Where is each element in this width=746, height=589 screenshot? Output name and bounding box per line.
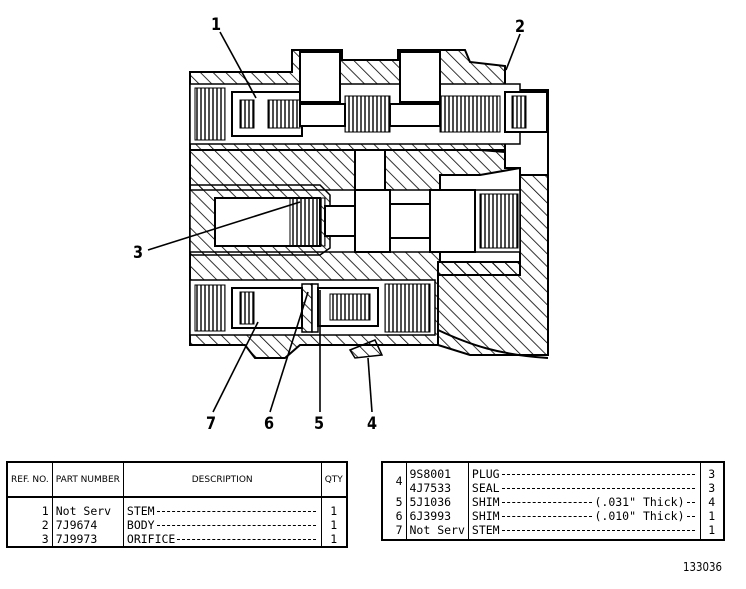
- leader-dash: [501, 516, 593, 517]
- leader-dash: [501, 488, 695, 489]
- desc-cell: SHIM (.031" Thick): [468, 495, 701, 509]
- lower-bore: [189, 279, 436, 359]
- parts-table-right: 4 9S8001 PLUG 3 4J7533 SEAL 3 5 5J1036 S…: [381, 461, 725, 541]
- desc-note: (.010" Thick): [594, 509, 685, 523]
- qty-cell: 3: [708, 481, 716, 495]
- desc-cell: BODY: [123, 518, 322, 532]
- desc-text: SHIM: [471, 495, 500, 509]
- qty-cell: 1: [330, 532, 338, 546]
- leader-dash: [686, 502, 695, 503]
- qty-cell: 1: [708, 523, 716, 537]
- desc-cell: PLUG: [468, 462, 701, 481]
- leader-dash: [177, 539, 316, 540]
- header-qty: QTY: [321, 462, 347, 498]
- callout-1: 1: [211, 15, 222, 35]
- ref-cell: 7: [382, 523, 407, 540]
- desc-text: STEM: [126, 504, 155, 518]
- desc-cell: STEM: [123, 497, 322, 518]
- desc-cell: SEAL: [468, 481, 701, 495]
- table-row: 3 7J9973 ORIFICE 1: [7, 532, 347, 547]
- callout-7: 7: [206, 414, 217, 434]
- middle-bore: [189, 149, 521, 256]
- desc-text: BODY: [126, 518, 155, 532]
- table-row: 6 6J3993 SHIM (.010" Thick) 1: [382, 509, 724, 523]
- desc-text: PLUG: [471, 467, 500, 481]
- callout-5: 5: [314, 414, 325, 434]
- parts-table-left: REF. NO. PART NUMBER DESCRIPTION QTY 1 N…: [6, 461, 348, 548]
- upper-bore: [189, 51, 548, 145]
- qty-cell: 4: [708, 495, 716, 509]
- ref-cell: 6: [382, 509, 407, 523]
- table-row: 2 7J9674 BODY 1: [7, 518, 347, 532]
- table-row: 1 Not Serv STEM 1: [7, 497, 347, 518]
- group-ref-cell: 4: [382, 462, 407, 495]
- part-cell: Not Serv: [406, 523, 469, 540]
- callout-2: 2: [515, 17, 526, 37]
- leader-dash: [686, 516, 695, 517]
- part-cell: 7J9674: [52, 518, 124, 532]
- desc-cell: ORIFICE: [123, 532, 322, 547]
- part-cell: Not Serv: [52, 497, 124, 518]
- figure-number: 133036: [683, 560, 722, 574]
- desc-text: SEAL: [471, 481, 500, 495]
- qty-cell: 1: [330, 504, 338, 518]
- table-row: 7 Not Serv STEM 1: [382, 523, 724, 540]
- table-row: 4J7533 SEAL 3: [382, 481, 724, 495]
- desc-text: STEM: [471, 523, 500, 537]
- part-cell: 7J9973: [52, 532, 124, 547]
- leader-dash: [156, 511, 316, 512]
- ref-cell: 2: [7, 518, 53, 532]
- valve-cross-section-drawing: [147, 31, 549, 413]
- leader-dash: [156, 525, 316, 526]
- desc-text: SHIM: [471, 509, 500, 523]
- part-cell: 5J1036: [406, 495, 469, 509]
- table-row: 4 9S8001 PLUG 3: [382, 462, 724, 495]
- qty-cell: 1: [708, 509, 716, 523]
- part-cell: 6J3993: [406, 509, 469, 523]
- ref-cell: 3: [7, 532, 53, 547]
- part-cell: 9S8001: [406, 462, 469, 481]
- part-cell: 4J7533: [406, 481, 469, 495]
- desc-note: (.031" Thick): [594, 495, 685, 509]
- leader-dash: [501, 474, 695, 475]
- leader-lines: [147, 31, 521, 413]
- leader-dash: [501, 530, 695, 531]
- ref-cell: 5: [382, 495, 407, 509]
- desc-text: ORIFICE: [126, 532, 176, 546]
- table-row: 5 5J1036 SHIM (.031" Thick) 4: [382, 495, 724, 509]
- ref-cell: 1: [7, 497, 53, 518]
- callout-3: 3: [133, 243, 144, 263]
- desc-cell: SHIM (.010" Thick): [468, 509, 701, 523]
- qty-cell: 3: [708, 467, 716, 481]
- callout-6: 6: [264, 414, 275, 434]
- table-header-row: REF. NO. PART NUMBER DESCRIPTION QTY: [7, 462, 347, 498]
- leader-dash: [501, 502, 593, 503]
- header-ref-no: REF. NO.: [7, 462, 53, 498]
- header-description: DESCRIPTION: [123, 462, 322, 498]
- qty-cell: 1: [330, 518, 338, 532]
- desc-cell: STEM: [468, 523, 701, 540]
- callout-4: 4: [367, 414, 378, 434]
- header-part-number: PART NUMBER: [52, 462, 124, 498]
